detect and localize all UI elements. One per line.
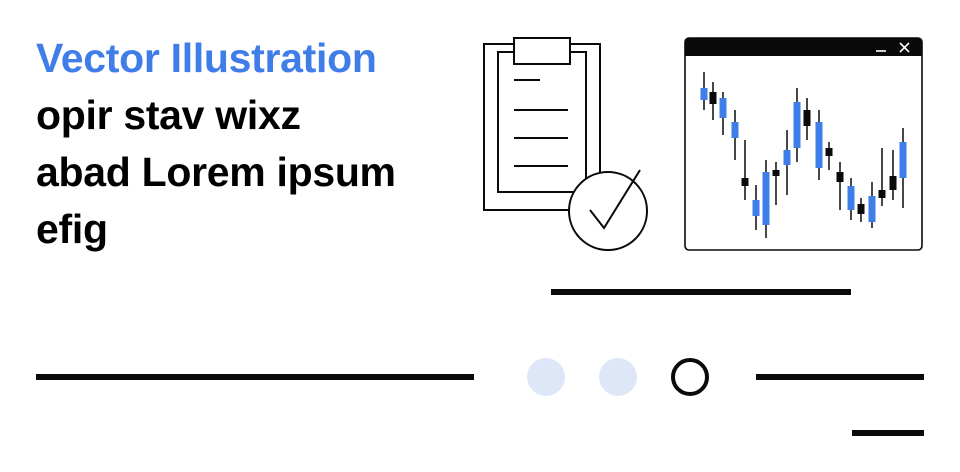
candle-body: [700, 88, 708, 100]
headline: Vector Illustration opir stav wixz abad …: [36, 30, 476, 258]
checkmark-circle-icon: [568, 169, 648, 251]
candle-body: [836, 172, 844, 182]
candle-body: [731, 122, 739, 138]
candle-body: [878, 190, 886, 198]
clipboard-icon: [483, 37, 601, 211]
candle-body: [803, 110, 811, 126]
candle-body: [815, 122, 823, 168]
headline-line-2: abad Lorem ipsum: [36, 149, 396, 195]
pagination-dot[interactable]: [527, 358, 565, 396]
candle-body: [857, 204, 865, 214]
candle-body: [783, 150, 791, 165]
headline-line-1: opir stav wixz: [36, 92, 301, 138]
candle-body: [825, 148, 833, 156]
candle-body: [772, 170, 780, 176]
candle-body: [709, 92, 717, 104]
candlestick-chart-window: [684, 37, 923, 251]
candle-body: [868, 196, 876, 222]
candle-body: [889, 176, 897, 190]
candlestick-series: [700, 72, 907, 238]
headline-accent: Vector Illustration: [36, 35, 377, 81]
candle-body: [741, 178, 749, 186]
candle-body: [752, 200, 760, 216]
candle-body: [793, 102, 801, 148]
close-icon[interactable]: [899, 42, 910, 53]
candle-body: [762, 172, 770, 225]
candle-body: [847, 186, 855, 210]
pagination-dot-active[interactable]: [671, 358, 709, 396]
headline-line-3: efig: [36, 206, 108, 252]
window-titlebar: [685, 38, 922, 56]
pagination-dot[interactable]: [599, 358, 637, 396]
candle-body: [719, 98, 727, 118]
candle-body: [899, 142, 907, 178]
